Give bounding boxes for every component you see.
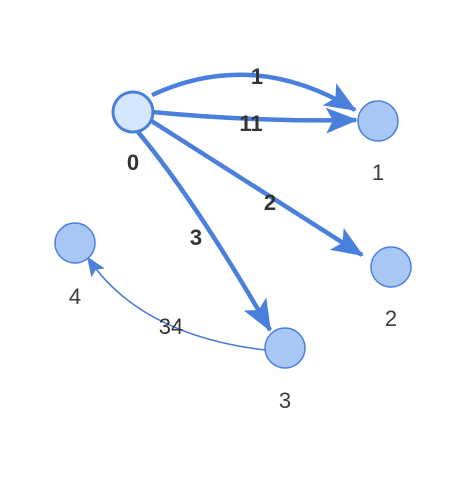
edge-label-0-3: 3: [190, 225, 202, 250]
node-3-circle[interactable]: [264, 327, 306, 369]
edge-0-2[interactable]: [148, 118, 364, 257]
node-0[interactable]: 0: [111, 90, 155, 175]
edge-label-0-1-upper: 1: [251, 64, 263, 89]
node-3-label: 3: [279, 388, 291, 413]
edge-label-0-1-lower: 11: [239, 111, 262, 136]
node-4-circle[interactable]: [54, 222, 96, 264]
edge-0-3[interactable]: [136, 130, 272, 332]
node-1[interactable]: 1: [357, 100, 399, 185]
edge-label-0-2: 2: [264, 190, 276, 215]
node-1-label: 1: [372, 160, 384, 185]
edge-0-1-lower[interactable]: [151, 107, 358, 134]
nodes: 0 1 2 3 4: [54, 90, 412, 413]
node-4[interactable]: 4: [54, 222, 96, 309]
node-0-label: 0: [127, 150, 139, 175]
node-2-circle[interactable]: [370, 246, 412, 288]
edge-3-4[interactable]: [86, 256, 266, 351]
node-2[interactable]: 2: [370, 246, 412, 331]
edge-label-3-4: 34: [159, 314, 183, 339]
node-0-circle[interactable]: [111, 90, 155, 134]
node-3[interactable]: 3: [264, 327, 306, 413]
node-1-circle[interactable]: [357, 100, 399, 142]
edge-labels: 1 11 2 3 34: [159, 64, 276, 339]
edges: [86, 72, 364, 351]
edge-0-1-upper[interactable]: [151, 72, 357, 112]
node-2-label: 2: [385, 306, 397, 331]
node-4-label: 4: [69, 284, 81, 309]
